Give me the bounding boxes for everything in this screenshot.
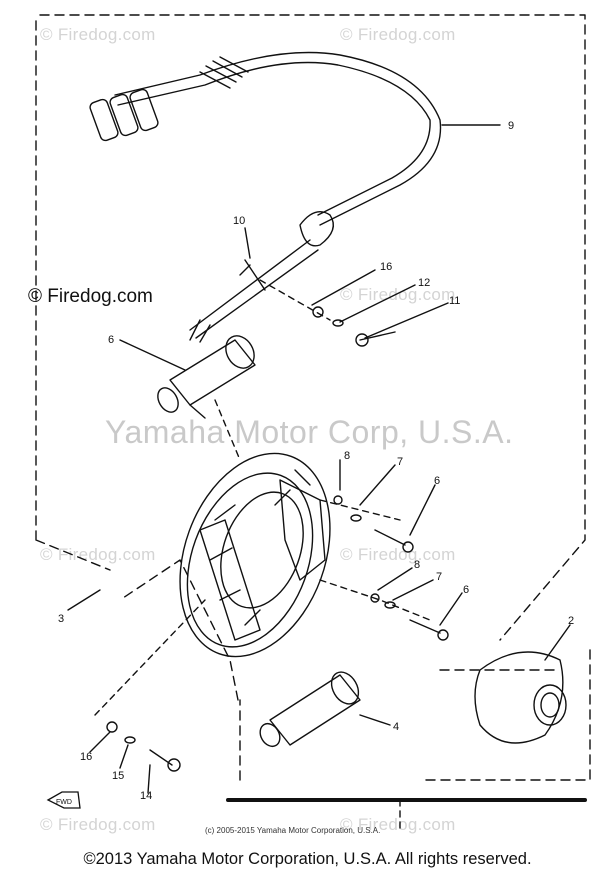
lockwasher-15 xyxy=(124,736,136,744)
watermark-firedog: © Firedog.com xyxy=(340,285,456,304)
callout-7: 7 xyxy=(397,456,403,468)
washer-8 xyxy=(333,495,343,505)
watermark-firedog: © Firedog.com xyxy=(340,815,456,834)
lockwasher-12 xyxy=(332,319,344,327)
watermark-firedog: © Firedog.com xyxy=(340,545,456,564)
callout-6: 6 xyxy=(463,584,469,596)
flywheel-2 xyxy=(474,651,567,744)
fwd-arrow-icon: FWD xyxy=(46,791,81,809)
screw-11 xyxy=(355,331,396,347)
wire-harness-9 xyxy=(89,51,442,343)
screw-6 xyxy=(409,619,449,641)
callout-11: 11 xyxy=(449,295,460,307)
coil-5 xyxy=(157,335,256,419)
footer-copyright: ©2013 Yamaha Motor Corporation, U.S.A. A… xyxy=(83,850,532,868)
leader-dashed xyxy=(214,399,241,461)
leader-dashed xyxy=(319,579,431,621)
callout-14: 14 xyxy=(140,790,152,802)
screw-14 xyxy=(149,749,181,772)
small-copyright-line: (c) 2005-2015 Yamaha Motor Corporation, … xyxy=(205,826,381,835)
callout-5: 6 xyxy=(108,334,114,346)
callout-6: 6 xyxy=(434,475,440,487)
callout-16: 16 xyxy=(80,751,92,763)
leader-dashed xyxy=(259,279,331,321)
watermark-firedog-prominent: © Firedog.com xyxy=(28,286,153,307)
group-outline-dashed xyxy=(35,14,591,781)
callout-12: 12 xyxy=(418,277,430,289)
leader-dashed xyxy=(319,499,401,521)
watermark-yamaha: Yamaha Motor Corp, U.S.A. xyxy=(105,414,514,450)
callout-8: 8 xyxy=(414,559,420,571)
callout-3: 3 xyxy=(58,613,64,625)
callout-2: 2 xyxy=(568,615,574,627)
lockwasher-7 xyxy=(384,601,396,609)
watermark-firedog: © Firedog.com xyxy=(340,25,456,44)
callout-13: 16 xyxy=(380,261,392,273)
watermark-firedog: © Firedog.com xyxy=(40,25,156,44)
watermark-firedog: © Firedog.com xyxy=(40,545,156,564)
washer-8 xyxy=(370,593,380,603)
stator-plate xyxy=(179,452,331,658)
leader-dashed xyxy=(94,599,206,716)
washer-13 xyxy=(312,306,324,318)
callout-15: 15 xyxy=(112,770,124,782)
screw-6 xyxy=(374,529,414,553)
coil-4 xyxy=(259,671,361,748)
callout-7: 7 xyxy=(436,571,442,583)
callout-4: 4 xyxy=(393,721,399,733)
fwd-label: FWD xyxy=(56,799,72,806)
callout-8: 8 xyxy=(344,450,350,462)
washer-16 xyxy=(106,721,118,733)
callout-9: 9 xyxy=(508,120,514,132)
lockwasher-7 xyxy=(350,514,362,522)
callout-10: 10 xyxy=(233,215,245,227)
watermark-firedog: © Firedog.com xyxy=(40,815,156,834)
